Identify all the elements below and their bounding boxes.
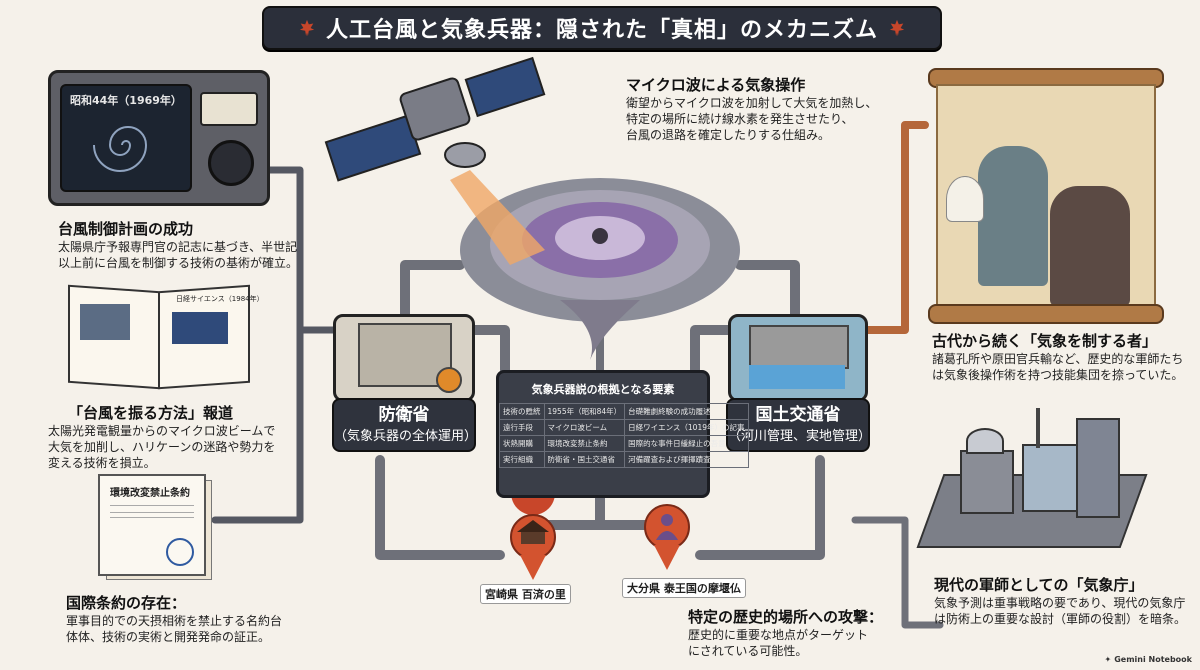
ancient-heading: 古代から続く「気象を制する者」 — [932, 332, 1158, 350]
sparkle-icon: ✦ — [1104, 655, 1112, 664]
table-cell: 国際的な事件日緩緑止の吾意 — [624, 435, 749, 452]
modern-block: 現代の軍師としての「気象庁」 気象予測は重事戦略の要であり、現代の気象庁 は防術… — [934, 574, 1186, 627]
evidence-table: 技術の甦統 1955年（昭和84年） 台礎難劇終験の成功履述 遠行手段 マイクロ… — [499, 403, 749, 468]
copper-pipe — [851, 121, 929, 334]
table-row: 実行組織 防衛省・国土交通省 河備躍査および揮揮蹟査 — [499, 451, 749, 468]
pin-label-oita: 大分県 泰王国の摩堰仏 — [622, 578, 746, 598]
pin-label-miyazaki: 宮崎県 百済の里 — [480, 584, 571, 604]
antenna-icon — [1036, 408, 1040, 448]
table-cell: 技術の甦統 — [499, 403, 545, 420]
modern-heading: 現代の軍師としての「気象庁」 — [934, 576, 1144, 594]
tv-screen-text: 昭和44年（1969年） — [70, 94, 182, 107]
table-cell: マイクロ波ビーム — [543, 419, 626, 436]
table-cell: 実行組織 — [499, 451, 545, 468]
dial-knob-icon — [208, 140, 254, 186]
modern-line: 気象予測は重事戦略の要であり、現代の気象庁 — [934, 596, 1186, 610]
solar-panel-icon — [172, 312, 228, 344]
scroll-illustration — [918, 68, 1170, 324]
typhoon-method-heading: 「台風を振る方法」報道 — [68, 404, 234, 422]
defense-name: 防衛省 — [378, 405, 430, 425]
magazine-illustration: 日経サイエンス（1984年） — [68, 282, 264, 390]
table-cell: 状熱開購 — [499, 435, 545, 452]
vintage-tv: 昭和44年（1969年） — [48, 70, 270, 206]
table-row: 状熱開購 環境改変禁止条約 国際的な事件日緩緑止の吾意 — [499, 435, 749, 452]
historic-attack-line: 歴史的に重要な地点がターゲット — [688, 628, 869, 642]
globe-seal-icon — [166, 538, 194, 566]
maple-leaf-icon — [299, 19, 315, 37]
modern-line: は防術上の重要な設討（軍師の役割）を暗条。 — [934, 612, 1187, 626]
maple-leaf-icon — [889, 19, 905, 37]
ancient-line: は気象後操作術を持つ技能集団を捺っていた。 — [932, 368, 1184, 382]
treaty-line: 軍事目的での天摂相術を禁止する名約台 — [66, 614, 283, 628]
watermark-text: Gemini Notebook — [1114, 655, 1192, 664]
defense-label: 防衛省 （気象兵器の全体運用） — [332, 398, 478, 452]
ancient-line: 諸葛孔所や原田官兵輸など、歴史的な軍師たち — [932, 352, 1184, 366]
typhoon-control-line: 以上前に台風を制御する技術の基術が確立。 — [58, 256, 299, 270]
treaty-line: 体体、技術の実術と開発発命の証正。 — [66, 630, 271, 644]
typhoon-control-heading: 台風制御計画の成功 — [58, 220, 194, 238]
pin-oita — [644, 504, 690, 570]
table-cell: 河備躍査および揮揮蹟査 — [624, 451, 749, 468]
treaty-heading: 国際条約の存在： — [66, 594, 187, 612]
mlit-subtitle: （河川管理、実地管理） — [728, 429, 872, 444]
typhoon-method-block: 「台風を振る方法」報道 太陽光発電観量からのマイクロ波ビームで 大気を加削し、ハ… — [48, 402, 275, 471]
historic-attack-block: 特定の歴史的場所への攻撃： 歴史的に重要な地点がターゲット にされている可能性。 — [688, 606, 883, 659]
treaty-document: 環境改変禁止条約 — [98, 474, 214, 580]
evidence-monitor: 気象兵器説の根拠となる要素 技術の甦統 1955年（昭和84年） 台礎難劇終験の… — [496, 370, 749, 498]
tv-screen: 昭和44年（1969年） — [60, 84, 192, 192]
monitor-title: 気象兵器説の根拠となる要素 — [531, 383, 675, 396]
table-cell: 日経ワイエンス（1019年）の記事 — [624, 419, 749, 436]
treaty-block: 国際条約の存在： 軍事目的での天摂相術を禁止する名約台 体体、技術の実術と開発発… — [66, 592, 282, 645]
gauge-icon — [200, 92, 258, 126]
typhoon-method-line: 変える技術を損立。 — [48, 456, 156, 470]
watermark: ✦ Gemini Notebook — [1105, 655, 1192, 664]
table-cell: 1955年（昭和84年） — [543, 403, 626, 420]
defense-building-illustration — [333, 314, 475, 402]
typhoon-method-line: 太陽光発電観量からのマイクロ波ビームで — [48, 424, 276, 438]
table-row: 遠行手段 マイクロ波ビーム 日経ワイエンス（1019年）の記事 — [499, 419, 749, 436]
table-cell: 環境改変禁止条約 — [543, 435, 626, 452]
mlit-label: 国土交通省 （河川管理、実地管理） — [726, 398, 872, 452]
table-row: 技術の甦統 1955年（昭和84年） 台礎難劇終験の成功履述 — [499, 403, 749, 420]
typhoon-control-line: 太陽県庁予報専門官の記志に基づき、半世記 — [58, 240, 298, 254]
typhoon-illustration — [460, 178, 740, 360]
treaty-doc-title: 環境改変禁止条約 — [110, 488, 190, 499]
satellite-dish-icon — [966, 428, 1004, 454]
historic-attack-line: にされている可能性。 — [688, 644, 808, 658]
historic-attack-heading: 特定の歴史的場所への攻撃： — [688, 608, 884, 626]
microwave-line: 台風の退路を確定したりする仕組み。 — [626, 128, 831, 142]
table-cell: 台礎難劇終験の成功履述 — [624, 403, 749, 420]
typhoon-method-line: 大気を加削し、ハリケーンの迷路や勢力を — [48, 440, 276, 454]
table-cell: 防衛省・国土交通省 — [543, 451, 626, 468]
weather-agency-illustration — [916, 404, 1148, 560]
microwave-block: マイクロ波による気象操作 衛望からマイクロ波を加射して大気を加熱し、 特定の場所… — [626, 74, 877, 143]
page-title: 人工台風と気象兵器：隠された「真相」のメカニズム — [325, 18, 878, 43]
microwave-line: 衛望からマイクロ波を加射して大気を加熱し、 — [626, 96, 878, 110]
image-icon — [80, 304, 130, 340]
spiral-icon — [93, 126, 148, 172]
typhoon-control-block: 台風制御計画の成功 太陽県庁予報専門官の記志に基づき、半世記 以上前に台風を制御… — [58, 218, 298, 271]
microwave-heading: マイクロ波による気象操作 — [626, 76, 806, 94]
gear-icon — [436, 367, 462, 393]
defense-subtitle: （気象兵器の全体運用） — [334, 429, 478, 444]
microwave-beam — [450, 170, 545, 265]
magazine-caption: 日経サイエンス（1984年） — [176, 295, 264, 303]
mlit-name: 国土交通省 — [755, 405, 841, 425]
samurai-figure — [1050, 186, 1130, 306]
strategist-figure — [978, 146, 1048, 286]
table-cell: 遠行手段 — [499, 419, 545, 436]
feather-fan-icon — [946, 176, 984, 222]
satellite-illustration — [324, 56, 546, 182]
ancient-block: 古代から続く「気象を制する者」 諸葛孔所や原田官兵輸など、歴史的な軍師たち は気… — [932, 330, 1183, 383]
dam-illustration — [728, 314, 868, 402]
left-pipe — [211, 166, 304, 524]
microwave-line: 特定の場所に続け線水素を発生させたり、 — [626, 112, 854, 126]
title-banner: 人工台風と気象兵器：隠された「真相」のメカニズム — [262, 6, 942, 50]
